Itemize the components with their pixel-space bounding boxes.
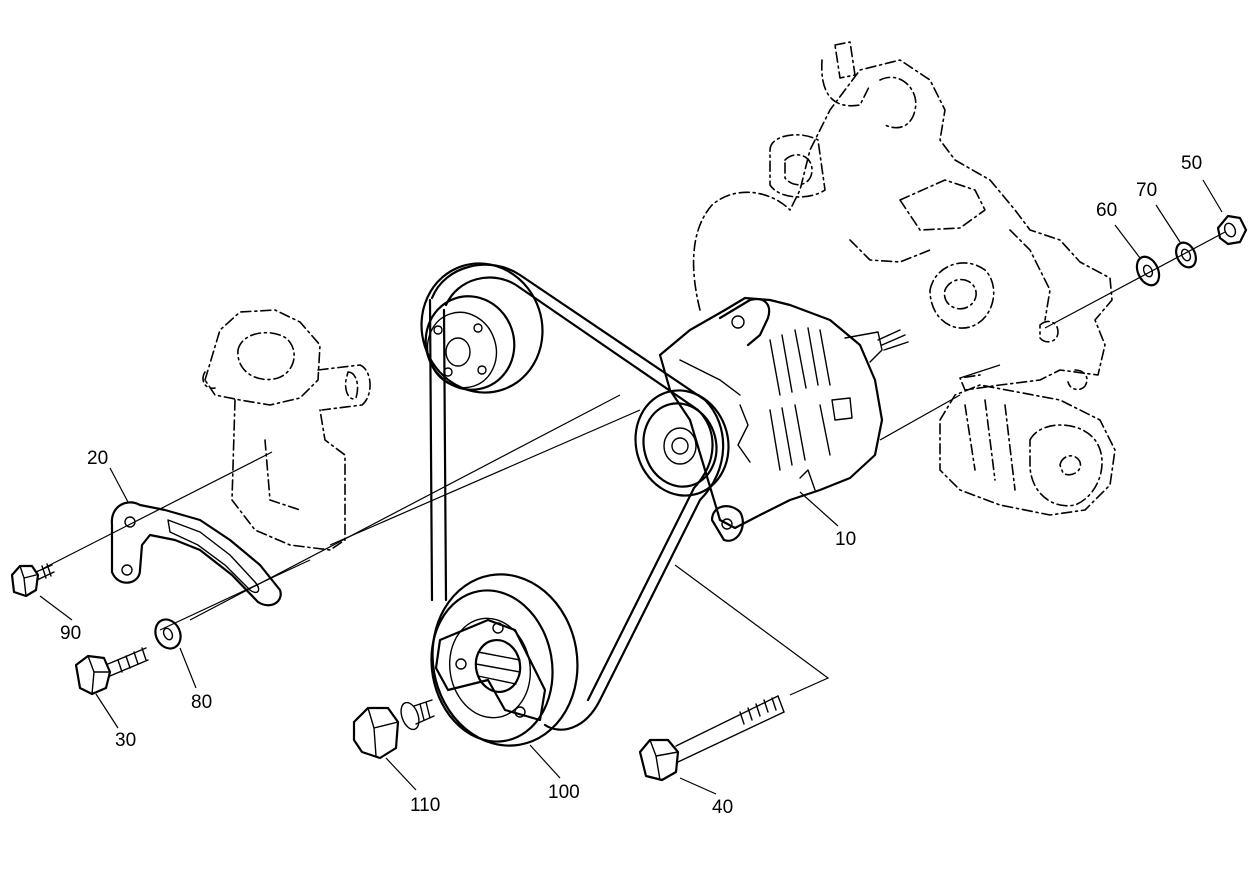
callout-110: 110 [410,795,440,816]
callout-100: 100 [548,782,580,803]
alternator-pulley [634,389,730,497]
callout-leaders [39,179,1223,795]
washer-60 [1135,255,1161,287]
adjusting-bracket-20 [110,501,282,607]
nut-50 [1216,214,1248,246]
water-pump-pulley [420,262,544,394]
washer-80 [154,618,182,650]
engine-block-phantom [692,41,1113,391]
callout-60: 60 [1096,200,1117,221]
bolt-110 [352,699,435,760]
bolt-90 [10,563,55,598]
lock-washer-70 [1175,241,1197,269]
callout-90: 90 [60,623,81,644]
callout-20: 20 [87,448,108,469]
callout-10: 10 [835,529,856,550]
crank-pulley-100 [430,573,579,747]
thermostat-housing-phantom [202,309,371,551]
callout-30: 30 [115,730,136,751]
callout-70: 70 [1136,180,1157,201]
oil-filter-phantom [939,384,1116,516]
callout-labels: 10 20 30 40 50 60 70 80 90 100 110 [60,153,1202,818]
centre-lines [43,231,1226,696]
bolt-40 [638,695,785,782]
bolt-30 [74,647,149,696]
callout-50: 50 [1181,153,1202,174]
callout-40: 40 [712,797,733,818]
callout-80: 80 [191,692,212,713]
